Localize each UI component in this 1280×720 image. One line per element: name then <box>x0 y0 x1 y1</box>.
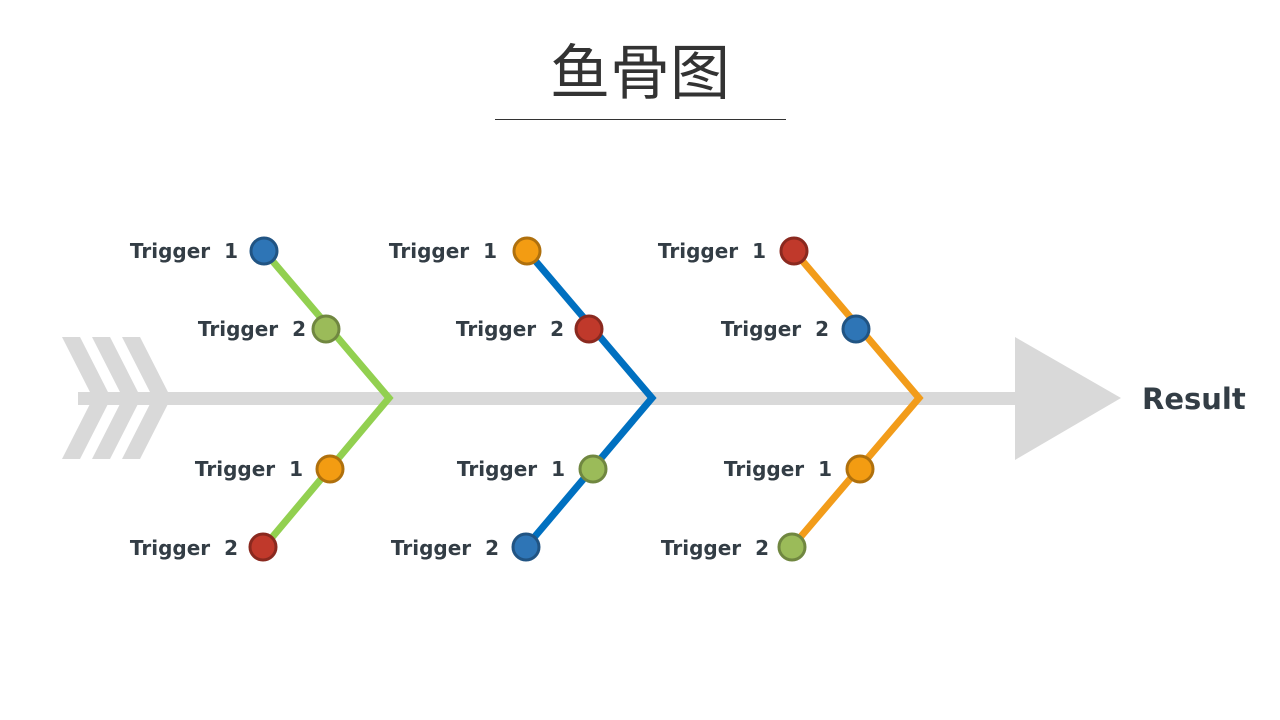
bone-2-label-4: Trigger 2 <box>391 536 499 560</box>
bone-2-node-3 <box>578 454 608 484</box>
page-title: 鱼骨图 <box>550 39 730 109</box>
bone-1-label-4: Trigger 2 <box>130 536 238 560</box>
bone-2-node-1 <box>512 236 542 266</box>
bone-2: Trigger 1 Trigger 2 Trigger 1 Trigger 2 <box>389 236 657 562</box>
bone-2-node-2 <box>574 314 604 344</box>
bone-1-label-2: Trigger 2 <box>198 317 306 341</box>
bone-3-label-1: Trigger 1 <box>658 239 766 263</box>
bone-1-node-3 <box>315 454 345 484</box>
bone-3-node-2 <box>841 314 871 344</box>
bone-1-label-1: Trigger 1 <box>130 239 238 263</box>
bone-1: Trigger 1 Trigger 2 Trigger 1 Trigger 2 <box>130 236 394 562</box>
title-underline <box>495 119 786 120</box>
bone-3-node-3 <box>845 454 875 484</box>
bone-3-label-3: Trigger 1 <box>724 457 832 481</box>
bone-1-node-4 <box>248 532 278 562</box>
bone-3: Trigger 1 Trigger 2 Trigger 1 Trigger 2 <box>658 236 924 562</box>
bone-3-node-1 <box>779 236 809 266</box>
bone-3-label-4: Trigger 2 <box>661 536 769 560</box>
bone-2-label-3: Trigger 1 <box>457 457 565 481</box>
spine-arrowhead <box>1015 337 1121 460</box>
bone-1-line <box>261 248 394 550</box>
bone-2-line <box>523 248 657 550</box>
bone-2-label-1: Trigger 1 <box>389 239 497 263</box>
bone-2-node-4 <box>511 532 541 562</box>
bone-1-node-1 <box>249 236 279 266</box>
bone-1-node-2 <box>311 314 341 344</box>
bone-3-label-2: Trigger 2 <box>721 317 829 341</box>
bone-2-label-2: Trigger 2 <box>456 317 564 341</box>
bone-1-label-3: Trigger 1 <box>195 457 303 481</box>
spine-line <box>78 392 1023 405</box>
bone-3-line <box>789 248 924 550</box>
result-label: Result <box>1142 382 1246 416</box>
bone-3-node-4 <box>777 532 807 562</box>
